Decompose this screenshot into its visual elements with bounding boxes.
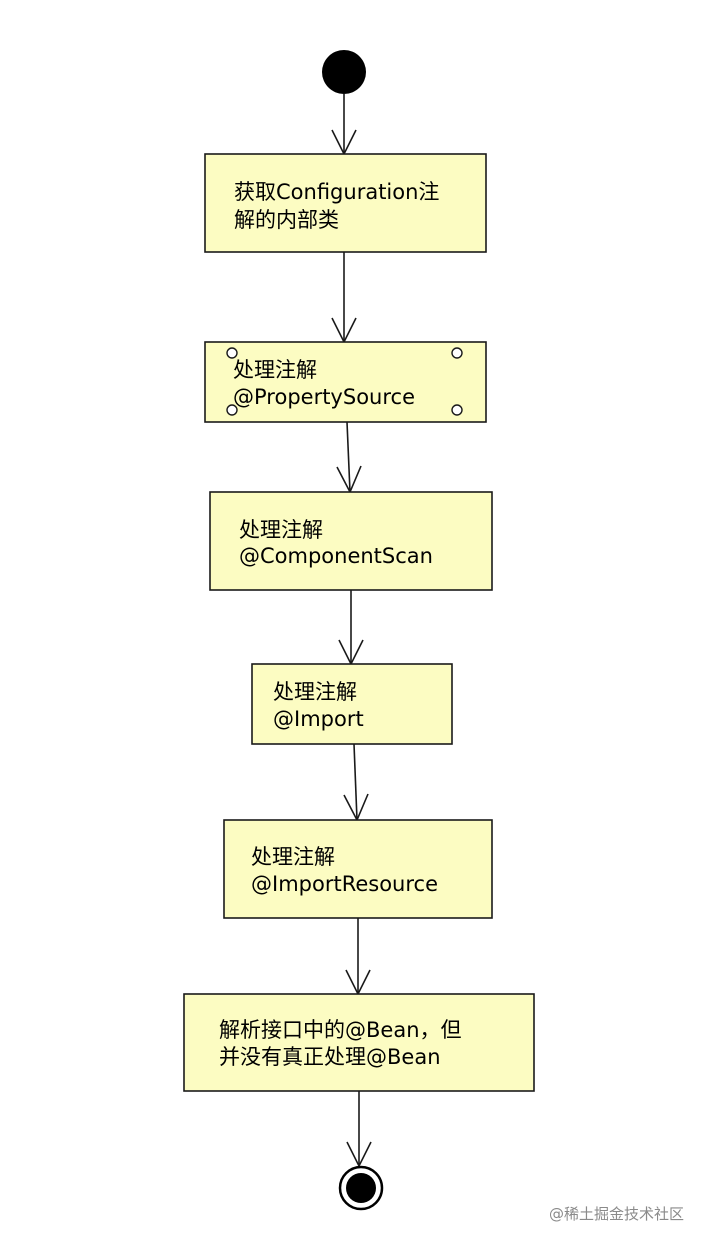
step-2-property-source[interactable]: 处理注解 @PropertySource: [204, 341, 487, 423]
step-text-line-2: 并没有真正处理@Bean: [219, 1045, 441, 1069]
step-box: [183, 993, 535, 1092]
step-6-parse-interface-bean: 解析接口中的@Bean，但 并没有真正处理@Bean: [183, 993, 535, 1092]
step-text-line-2: 解的内部类: [234, 208, 339, 232]
start-node: [322, 50, 366, 94]
step-text-line-2: @PropertySource: [233, 385, 415, 409]
end-node: [338, 1165, 384, 1211]
step-text-line-1: 处理注解: [239, 518, 323, 542]
flow-arrow: [343, 743, 369, 822]
step-box[interactable]: [204, 341, 487, 423]
step-text-line-1: 解析接口中的@Bean，但: [219, 1018, 462, 1042]
step-text-line-1: 处理注解: [251, 845, 335, 869]
watermark: @稀土掘金技术社区: [548, 1205, 684, 1223]
step-box: [204, 153, 487, 253]
step-1-get-inner-classes: 获取Configuration注 解的内部类: [204, 153, 487, 253]
step-text-line-2: @ImportResource: [251, 872, 438, 896]
flow-arrow: [331, 94, 357, 156]
step-box: [223, 819, 493, 919]
flow-arrow: [345, 918, 371, 996]
step-text-line-1: 获取Configuration注: [234, 180, 439, 204]
selection-handle[interactable]: [226, 347, 238, 359]
flow-arrow: [338, 590, 364, 666]
selection-handle[interactable]: [451, 347, 463, 359]
step-text-line-1: 处理注解: [273, 680, 357, 704]
step-3-component-scan: 处理注解 @ComponentScan: [209, 491, 493, 591]
step-5-import-resource: 处理注解 @ImportResource: [223, 819, 493, 919]
flow-arrow: [331, 252, 357, 344]
step-text-line-2: @ComponentScan: [239, 544, 433, 568]
selection-handle[interactable]: [226, 404, 238, 416]
step-box: [251, 663, 453, 745]
step-4-import: 处理注解 @Import: [251, 663, 453, 745]
flow-arrow: [336, 421, 362, 494]
selection-handle[interactable]: [451, 404, 463, 416]
step-box: [209, 491, 493, 591]
flow-arrow: [346, 1091, 372, 1168]
step-text-line-2: @Import: [273, 707, 364, 731]
step-text-line-1: 处理注解: [233, 358, 317, 382]
